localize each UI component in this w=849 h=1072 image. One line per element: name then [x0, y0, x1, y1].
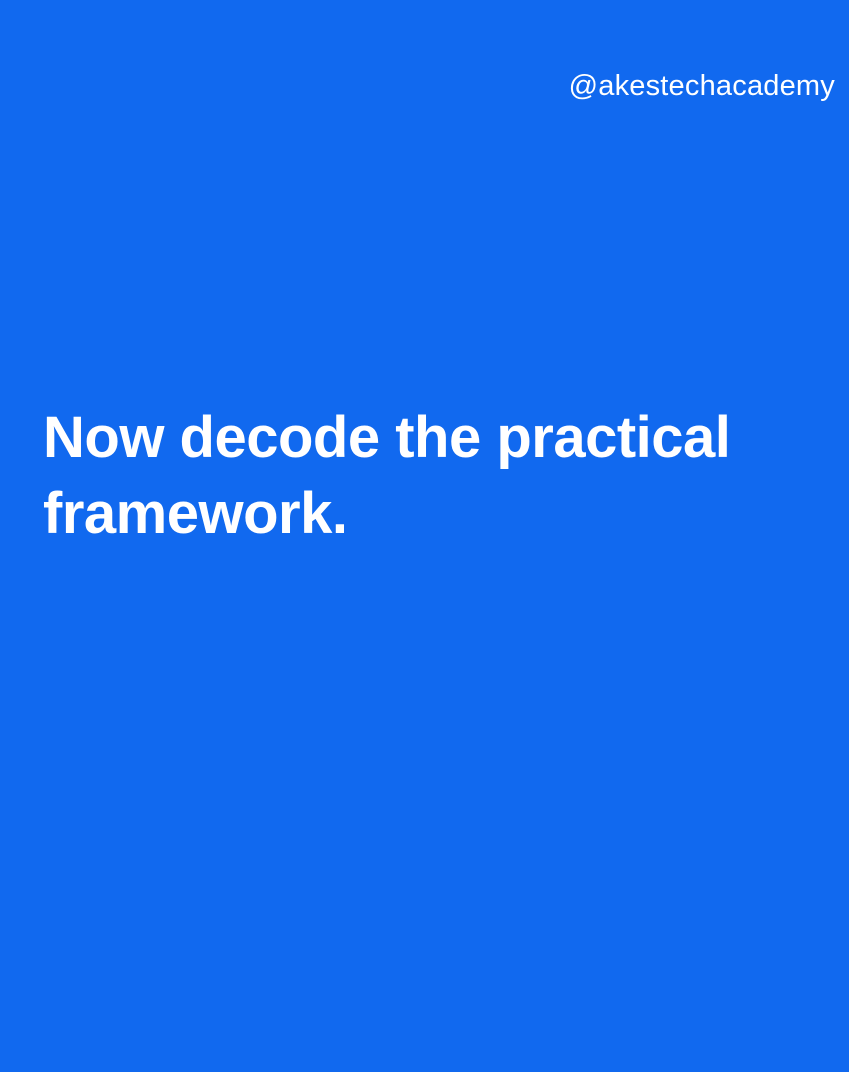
headline: Now decode the practical framework. [43, 405, 731, 546]
account-handle: @akestechacademy [568, 70, 835, 102]
